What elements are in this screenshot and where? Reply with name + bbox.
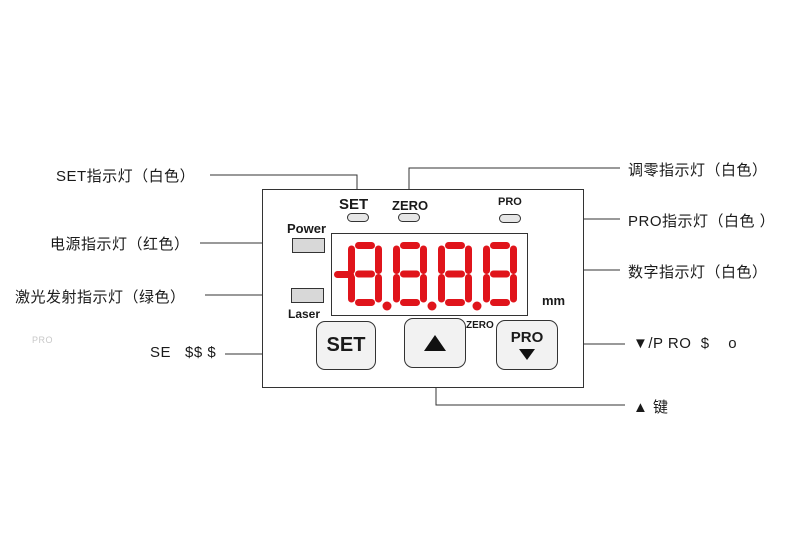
up-key-callout: ▲ 键 <box>633 399 669 416</box>
pro-indicator-lamp <box>499 214 521 223</box>
decimal-point-1 <box>382 301 392 311</box>
digit-0-segment-a <box>355 242 375 249</box>
unit-label: mm <box>542 293 566 308</box>
digit-3-segment-g <box>490 270 510 278</box>
digit-1-segment-f <box>393 245 400 274</box>
digit-0-segment-g <box>355 270 375 278</box>
digit-0-segment-e <box>348 274 355 303</box>
seven-segment-digits <box>334 242 517 311</box>
decimal-point-2 <box>427 301 437 311</box>
up-button[interactable] <box>404 318 466 368</box>
set-key-callout: SE $$ $ <box>150 344 217 361</box>
zero-button-label: ZERO <box>466 320 494 331</box>
digit-1-segment-g <box>400 270 420 278</box>
power-lamp <box>292 238 325 253</box>
digit-0-segment-f <box>348 245 355 274</box>
digit-1-segment-c <box>420 274 427 303</box>
digit-1-segment-a <box>400 242 420 249</box>
digit-3-segment-d <box>490 299 510 306</box>
digit-2-segment-e <box>438 274 445 303</box>
digit-0-segment-d <box>355 299 375 306</box>
digit-1-segment-d <box>400 299 420 306</box>
digit-1-segment-e <box>393 274 400 303</box>
pro-indicator-label: PRO <box>498 196 522 208</box>
power-label: Power <box>287 221 327 236</box>
digit-display: -8.8.8.8 <box>331 233 528 316</box>
set-button[interactable]: SET <box>316 321 376 370</box>
digit-2-segment-f <box>438 245 445 274</box>
digit-2-segment-c <box>465 274 472 303</box>
laser-lamp <box>291 288 324 303</box>
digit-1-segment-b <box>420 245 427 274</box>
pro-button[interactable]: PRO <box>496 320 558 370</box>
down-triangle-icon <box>519 348 535 360</box>
set-indicator-lamp <box>347 213 369 222</box>
digit-0-segment-b <box>375 245 382 274</box>
power-indicator-callout: 电源指示灯（红色） <box>50 236 190 253</box>
decimal-point-3 <box>472 301 482 311</box>
digit-3-segment-c <box>510 274 517 303</box>
digit-2-segment-b <box>465 245 472 274</box>
faint-mark: PRO <box>32 335 54 345</box>
pro-button-label: PRO <box>510 328 544 346</box>
zero-indicator-label: ZERO <box>392 198 429 213</box>
laser-label: Laser <box>288 307 321 321</box>
laser-indicator-callout: 激光发射指示灯（绿色） <box>15 289 186 306</box>
digit-3-segment-a <box>490 242 510 249</box>
set-indicator-callout: SET指示灯（白色） <box>56 168 196 185</box>
down-pro-key-callout: ▼/P RO $ o <box>633 335 738 352</box>
up-triangle-icon <box>424 335 446 351</box>
digit-3-segment-e <box>483 274 490 303</box>
set-button-label: SET <box>326 334 366 356</box>
digit-2-segment-g <box>445 270 465 278</box>
digit-indicator-callout: 数字指示灯（白色） <box>628 264 768 281</box>
zero-indicator-lamp <box>398 213 420 222</box>
digit-2-segment-d <box>445 299 465 306</box>
digit-2-segment-a <box>445 242 465 249</box>
digit-0-segment-c <box>375 274 382 303</box>
digit-3-segment-f <box>483 245 490 274</box>
set-indicator-label: SET <box>339 196 369 213</box>
zero-indicator-callout: 调零指示灯（白色） <box>628 162 768 179</box>
digit-3-segment-b <box>510 245 517 274</box>
pro-indicator-callout: PRO指示灯（白色 ） <box>628 213 776 230</box>
